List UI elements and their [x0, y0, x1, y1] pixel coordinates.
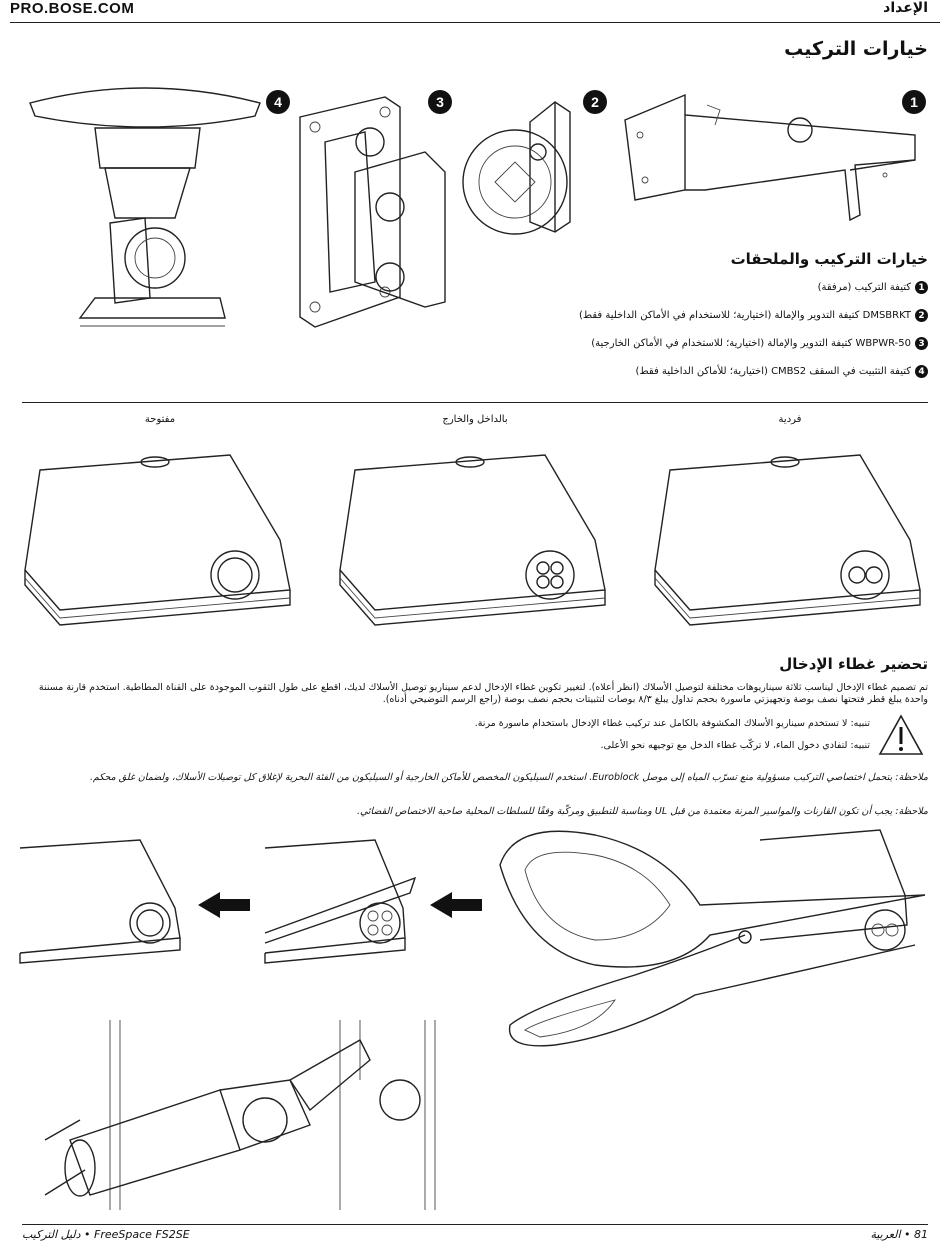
option-bullet-2: 2	[915, 309, 928, 322]
option-number-3: 3	[428, 90, 452, 114]
pan-tilt-bracket-indoor-illustration	[462, 101, 571, 235]
entry-paragraph: تم تصميم غطاء الإدخال ليناسب ثلاثة سينار…	[38, 682, 928, 705]
option-number-2: 2	[583, 90, 607, 114]
cover-label-in-out: بالداخل والخارج	[442, 414, 508, 425]
conduit-fitting-illustration	[44, 1020, 436, 1210]
scissors-cutting-illustration	[499, 829, 926, 1047]
option-text-1: كتيفة التركيب (مرفقة)	[817, 282, 911, 293]
caution-2: تنبيه: لتفادي دخول الماء، لا تركّب غطاء …	[600, 740, 870, 751]
u-bracket-illustration	[624, 93, 916, 222]
footer-divider	[22, 1224, 928, 1225]
cover-label-single: فردية	[778, 414, 802, 425]
arrow-left-icon-2	[430, 892, 482, 918]
option-bullet-4: 4	[915, 365, 928, 378]
option-item-3: 3 WBPWR-50 كتيفة التدوير والإمالة (اختيا…	[591, 337, 928, 350]
cutting-step-illustration	[264, 839, 417, 964]
accessories-heading: خيارات التركيب والملحقات	[730, 250, 928, 268]
option-item-4: 4 كتيفة التثبيت في السقف CMBS2 (اختيارية…	[635, 365, 928, 378]
cover-label-open: مفتوحة	[144, 414, 176, 425]
option-text-3: WBPWR-50 كتيفة التدوير والإمالة (اختياري…	[591, 338, 911, 349]
input-cover-in-out-illustration	[339, 454, 606, 626]
option-text-2: DMSBRKT كتيفة التدوير والإمالة (اختيارية…	[578, 310, 911, 321]
option-bullet-1: 1	[915, 281, 928, 294]
option-bullet-3: 3	[915, 337, 928, 350]
footer-left: FreeSpace FS2SE • دليل التركيب	[22, 1228, 190, 1241]
option-item-1: 1 كتيفة التركيب (مرفقة)	[818, 281, 928, 294]
entry-heading: تحضير غطاء الإدخال	[779, 655, 928, 673]
input-cover-open-illustration	[24, 454, 291, 626]
warning-icon	[878, 714, 924, 755]
pan-tilt-bracket-outdoor-illustration	[299, 96, 446, 328]
note-2: ملاحظة: يجب أن تكون القارنات والمواسير ا…	[356, 806, 928, 817]
input-cover-single-illustration	[654, 454, 921, 626]
site-url: PRO.BOSE.COM	[10, 0, 135, 17]
section-title: الإعداد	[883, 0, 928, 16]
option-item-2: 2 DMSBRKT كتيفة التدوير والإمالة (اختيار…	[579, 309, 928, 322]
option-number-4: 4	[266, 90, 290, 114]
footer-right: 81 • العربية	[870, 1228, 928, 1241]
page-heading: خيارات التركيب	[784, 38, 928, 60]
note-1: ملاحظة: يتحمل اختصاصي التركيب مسؤولية من…	[89, 772, 928, 783]
option-number-1: 1	[902, 90, 926, 114]
caution-1: تنبيه: لا تستخدم سيناريو الأسلاك المكشوف…	[474, 718, 870, 729]
ceiling-bracket-illustration	[29, 87, 261, 327]
section-divider	[22, 402, 928, 403]
header-divider	[10, 22, 940, 23]
option-text-4: كتيفة التثبيت في السقف CMBS2 (اختيارية؛ …	[635, 366, 912, 377]
cover-result-illustration	[19, 839, 181, 964]
arrow-left-icon	[198, 892, 250, 918]
